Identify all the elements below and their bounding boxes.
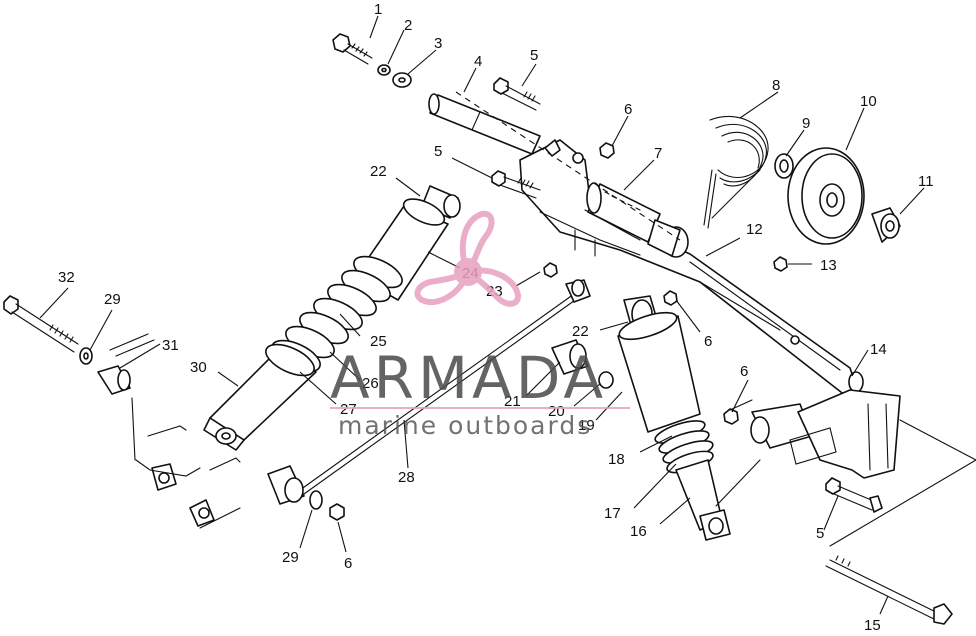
part-washer [309,490,323,510]
callout-17: 17 [604,505,621,522]
part-mount-brackets [131,397,241,529]
callout-29: 29 [282,549,299,566]
callout-10: 10 [860,93,877,110]
part-spacer [97,333,155,395]
callout-6: 6 [344,555,352,572]
callout-3: 3 [434,35,442,52]
part-bolt [825,477,883,513]
part-bolt [491,170,541,199]
watermark-brand: ARMADA [330,344,607,412]
callout-30: 30 [190,359,207,376]
part-rear-shock [203,185,461,451]
callout-labels: 1 2 3 4 5 6 5 7 8 9 10 11 12 13 22 24 23… [58,1,934,634]
callout-15: 15 [864,617,881,634]
part-front-shock [617,295,731,541]
callout-1: 1 [374,1,382,18]
callout-25: 25 [370,333,387,350]
callout-22: 22 [370,163,387,180]
callout-26: 26 [362,375,379,392]
callout-9: 9 [802,115,810,132]
watermark-tagline: marine outboards [338,411,592,440]
part-cable [299,279,591,495]
callout-21: 21 [504,393,521,410]
callout-8: 8 [772,77,780,94]
callout-16: 16 [630,523,647,540]
callout-5: 5 [434,143,442,160]
part-nut [329,503,345,521]
part-nut [723,408,739,425]
callout-14: 14 [870,341,887,358]
part-bushing [871,207,901,243]
part-shaft [428,93,541,155]
callout-22: 22 [572,323,589,340]
callout-12: 12 [746,221,763,238]
callout-11: 11 [918,173,934,190]
part-nut [773,256,788,272]
callout-6: 6 [624,101,632,118]
leader-lines [39,15,925,615]
callout-13: 13 [820,257,837,274]
part-nut [599,142,615,159]
callout-32: 32 [58,269,75,286]
part-washer [598,371,614,389]
part-spacer [551,339,589,375]
callout-19: 19 [578,417,595,434]
callout-6: 6 [704,333,712,350]
propeller-icon [414,210,522,307]
callout-27: 27 [340,401,357,418]
callout-6: 6 [740,363,748,380]
callout-7: 7 [654,145,662,162]
callout-4: 4 [474,53,482,70]
part-bolt [332,33,373,65]
callout-5: 5 [530,47,538,64]
callout-2: 2 [404,17,412,34]
part-long-bolt [3,295,79,353]
part-nut [663,290,678,306]
part-nut [543,262,558,278]
part-long-bolt [825,555,953,625]
watermark: ARMADA marine outboards [330,210,630,440]
part-torsion-spring [703,115,769,229]
callout-31: 31 [162,337,179,354]
callout-5: 5 [816,525,824,542]
part-rear-bracket [750,371,901,479]
callout-29: 29 [104,291,121,308]
part-bushing [267,465,305,505]
part-wheel [787,147,865,245]
callout-18: 18 [608,451,625,468]
callout-28: 28 [398,469,415,486]
part-bolt [493,77,541,111]
